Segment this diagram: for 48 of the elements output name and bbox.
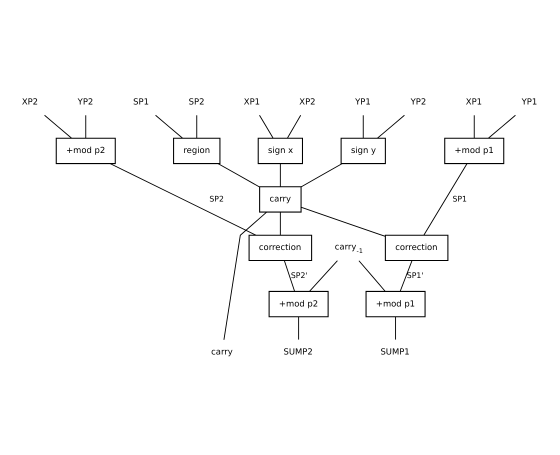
node-text: XP1 [466, 96, 482, 107]
node-text: XP2 [22, 96, 38, 107]
node-box: +mod p2 [268, 290, 329, 318]
connector [155, 114, 183, 139]
connector [287, 114, 302, 138]
node-box: +mod p1 [444, 138, 504, 164]
connector [196, 114, 198, 138]
connector [110, 163, 256, 236]
node-text: SUMP1 [380, 346, 410, 357]
connector [298, 316, 300, 340]
connector [358, 260, 386, 292]
node-text: YP2 [410, 96, 426, 107]
connector [44, 114, 72, 139]
connector [423, 163, 468, 236]
connector [395, 316, 396, 340]
node-text: YP1 [355, 96, 371, 107]
connector [85, 114, 86, 138]
connector [400, 260, 412, 292]
node-box: sign y [340, 138, 386, 164]
node-box: sign x [258, 138, 303, 164]
connector [377, 114, 405, 139]
connector [474, 114, 475, 138]
connector [280, 212, 281, 236]
node-box: +mod p1 [366, 290, 426, 318]
node-box: correction [384, 234, 448, 262]
node-text: XP1 [244, 96, 260, 107]
connector [259, 114, 274, 138]
node-box: region [173, 138, 220, 164]
connector [300, 163, 343, 188]
connector [223, 212, 268, 340]
connector [284, 260, 296, 292]
node-text: YP2 [78, 96, 94, 107]
node-text: carry [211, 346, 233, 357]
connector [218, 163, 260, 188]
node-text: carry$_{-1}$ [334, 241, 363, 255]
node-text: SP1 [133, 96, 149, 107]
node-text: YP1 [522, 96, 538, 107]
node-box: correction [248, 234, 312, 262]
connector [362, 114, 364, 138]
connector [280, 163, 281, 187]
node-box: carry [259, 186, 302, 213]
connector [309, 260, 338, 292]
node-box: +mod p2 [56, 138, 116, 164]
node-text: XP2 [299, 96, 316, 107]
connector [488, 114, 516, 139]
node-text: SP2 [188, 96, 204, 107]
connector [300, 206, 386, 237]
node-text: SUMP2 [284, 346, 313, 357]
